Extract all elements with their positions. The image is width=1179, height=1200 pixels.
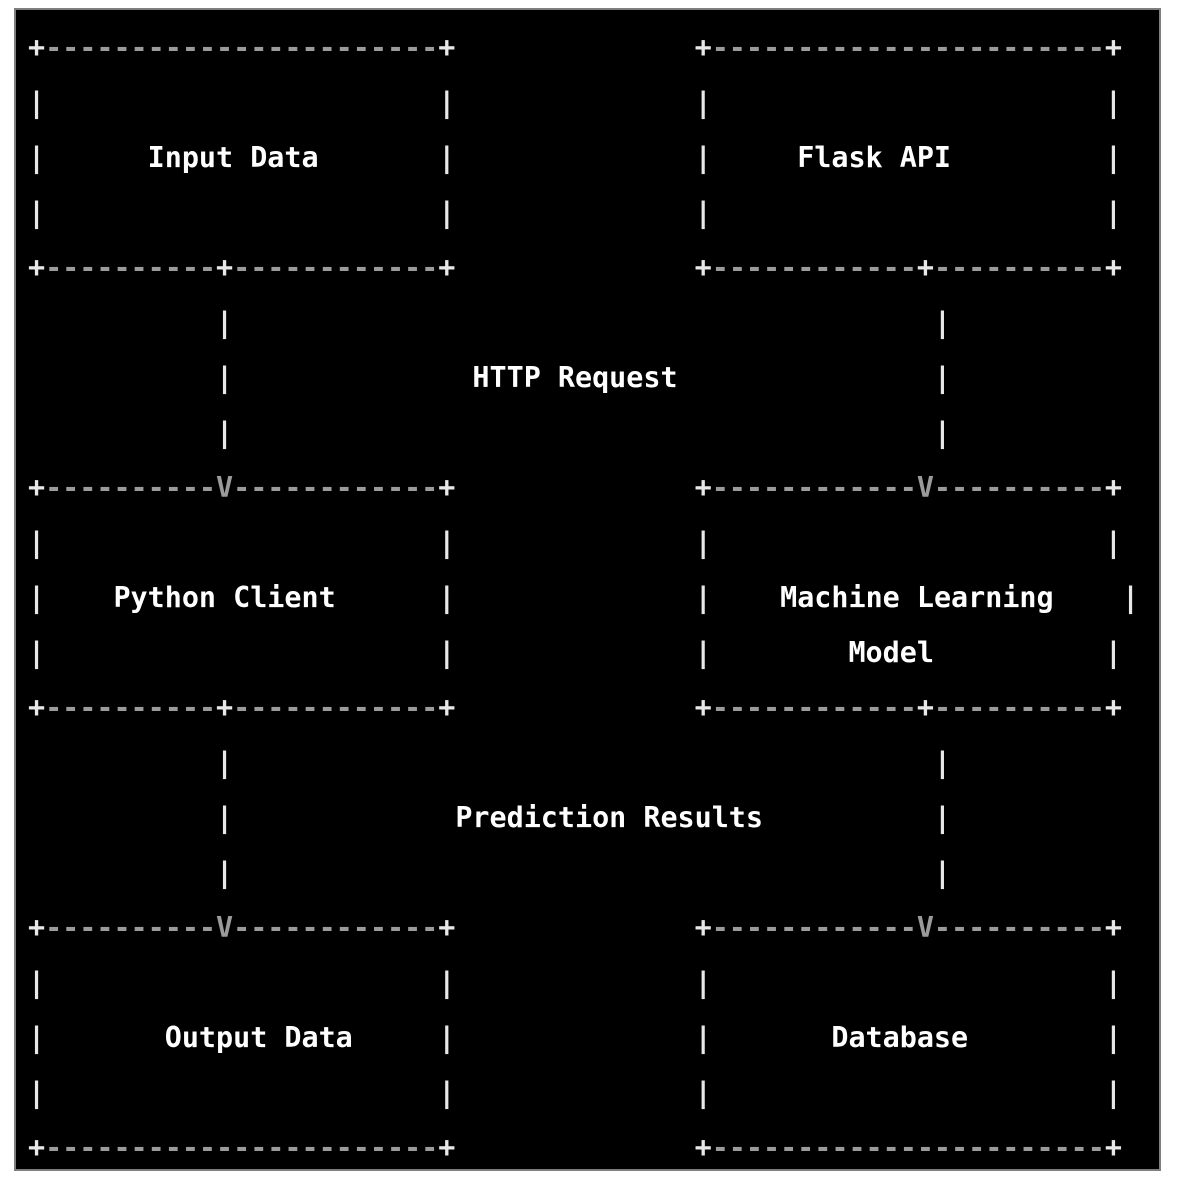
ascii-diagram: +-----------------------+ +-------------… <box>28 31 1140 1164</box>
diagram-panel: +-----------------------+ +-------------… <box>14 8 1161 1171</box>
